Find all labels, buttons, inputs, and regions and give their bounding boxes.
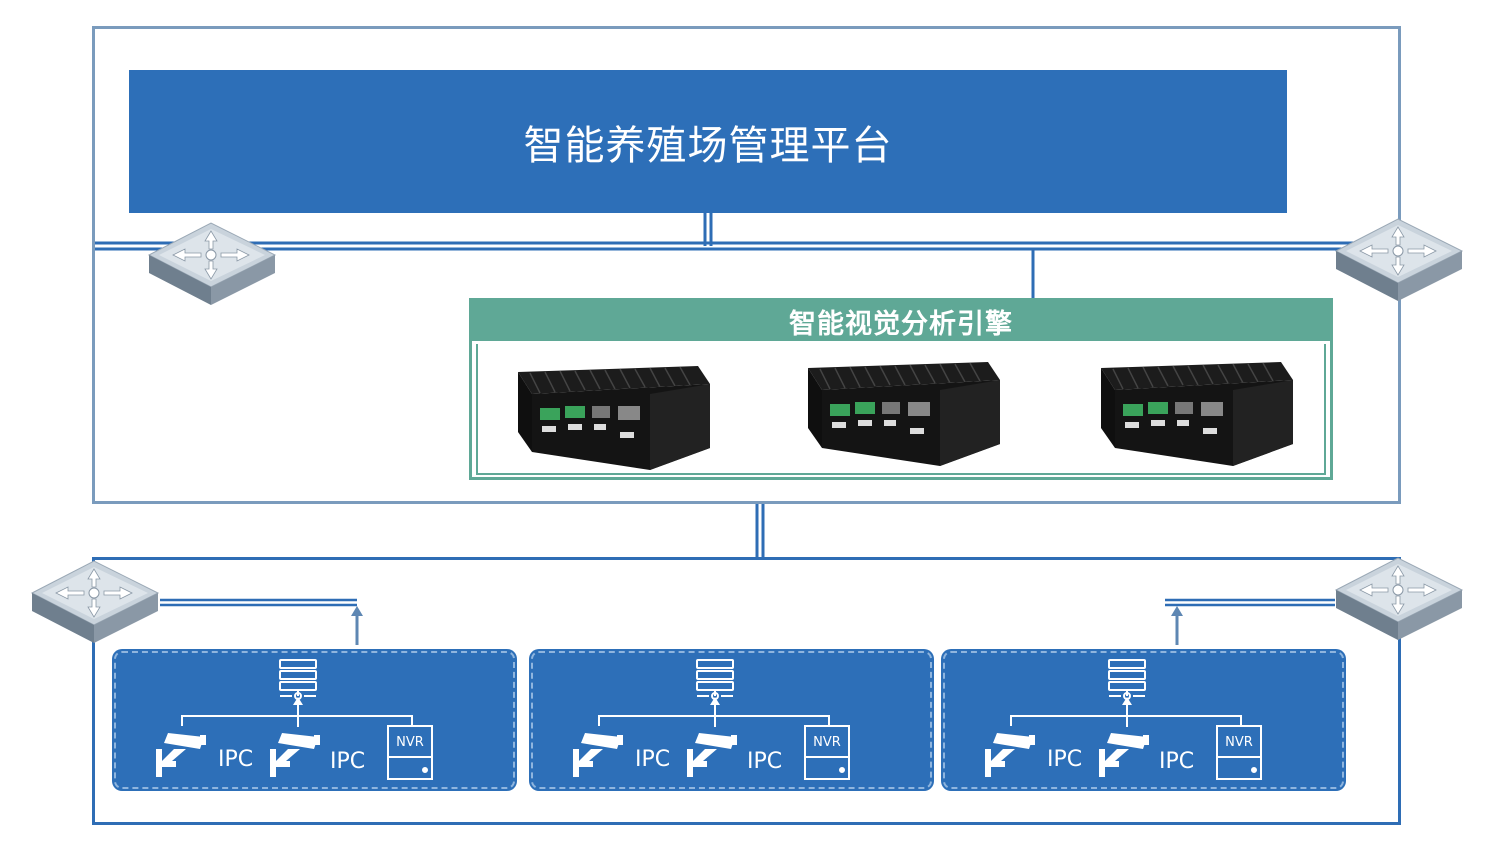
ipc-label: IPC <box>1047 747 1083 772</box>
ipc-label: IPC <box>218 747 254 772</box>
nvr-label: NVR <box>1225 735 1253 750</box>
bottom-network-frame <box>92 557 1401 825</box>
site-diagram <box>156 659 433 780</box>
engine-inner-frame <box>476 344 1326 475</box>
site-group-3: IPC IPC NVR <box>941 649 1346 791</box>
network-switch-icon <box>1334 218 1464 301</box>
ipc-label: IPC <box>1159 749 1195 774</box>
server-icon <box>1108 659 1146 700</box>
management-platform-box: 智能养殖场管理平台 <box>129 70 1287 213</box>
ipc-label: IPC <box>635 747 671 772</box>
nvr-icon <box>1216 725 1262 780</box>
camera-icon <box>573 733 623 777</box>
nvr-icon <box>804 725 850 780</box>
camera-icon <box>687 733 737 777</box>
ipc-label: IPC <box>330 749 366 774</box>
site-group-2: IPC IPC NVR <box>529 649 934 791</box>
camera-icon <box>1099 733 1149 777</box>
site-group-1: IPC IPC NVR <box>112 649 517 791</box>
platform-title: 智能养殖场管理平台 <box>523 122 893 169</box>
camera-icon <box>270 733 320 777</box>
camera-icon <box>985 733 1035 777</box>
site-diagram <box>573 659 850 780</box>
site-diagram <box>985 659 1262 780</box>
nvr-icon <box>387 725 433 780</box>
nvr-label: NVR <box>813 735 841 750</box>
server-icon <box>696 659 734 700</box>
nvr-label: NVR <box>396 735 424 750</box>
edge-computer-icon <box>808 362 1000 466</box>
engine-title-bar: 智能视觉分析引擎 <box>472 301 1330 341</box>
edge-computer-icon <box>518 366 710 470</box>
camera-icon <box>156 733 206 777</box>
ipc-label: IPC <box>747 749 783 774</box>
engine-title: 智能视觉分析引擎 <box>789 308 1013 340</box>
network-switch-icon <box>30 560 160 643</box>
server-icon <box>279 659 317 700</box>
network-switch-icon <box>147 222 277 305</box>
network-switch-icon <box>1334 557 1464 640</box>
edge-computer-icon <box>1101 362 1293 466</box>
